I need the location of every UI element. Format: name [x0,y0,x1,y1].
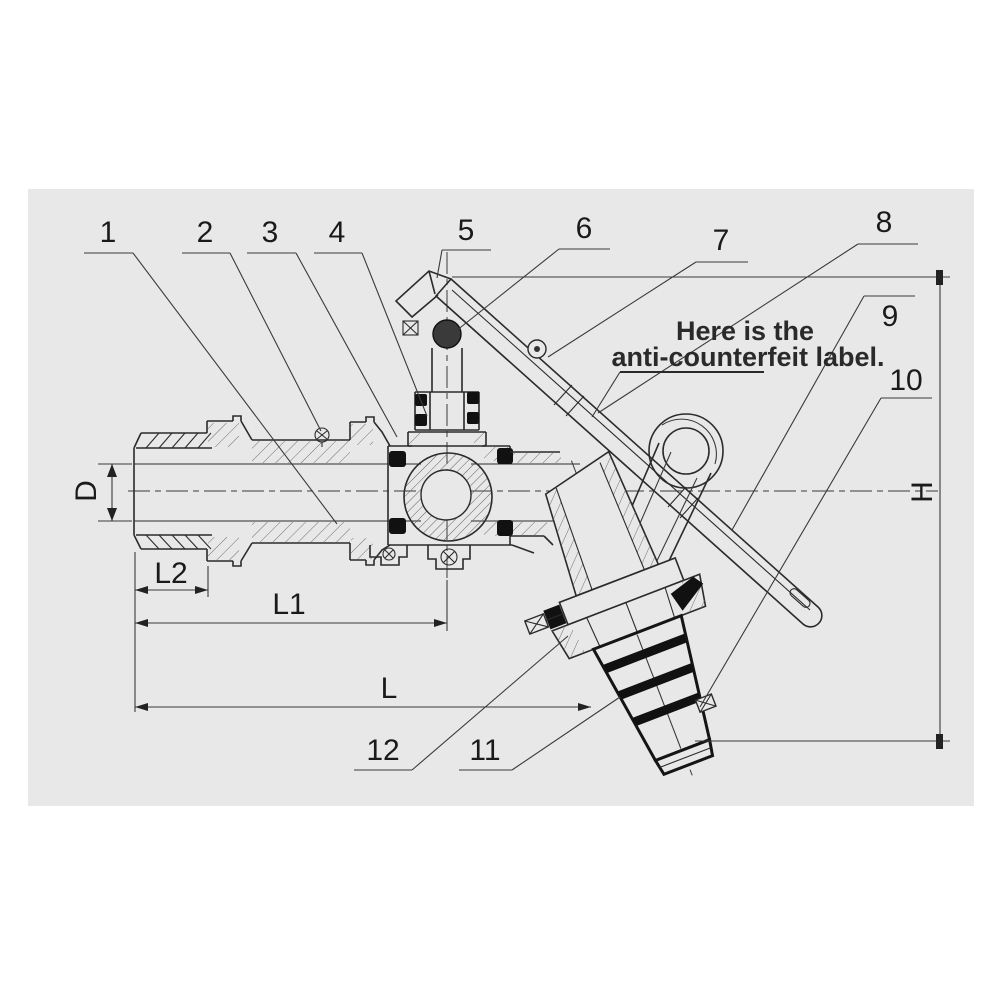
note-line-1: Here is the [676,316,814,346]
outlet-spout [523,450,717,779]
dim-label-l1: L1 [272,588,305,621]
callout-label-9: 9 [882,300,899,333]
callout-label-8: 8 [876,206,893,239]
callout-label-3: 3 [262,216,279,249]
spout-tip [653,737,715,777]
dim-label-d: D [70,480,103,502]
dim-label-l: L [381,672,398,705]
valve-seats [389,448,513,536]
stem-nut [432,319,462,349]
callout-label-11: 11 [469,734,500,767]
part-callouts: 1 2 3 4 5 6 7 8 9 10 11 12 [84,206,932,771]
handle-hook-end [394,270,452,319]
handle-bar [394,270,823,628]
ball-bore [420,469,472,521]
callout-label-12: 12 [366,734,399,767]
dimension-lines: D L2 L1 L H [70,270,950,749]
socket-joint [510,451,560,554]
dim-label-l2: L2 [154,557,187,590]
callout-label-5: 5 [458,214,475,247]
valve-body [133,415,580,570]
callout-label-2: 2 [197,216,214,249]
stem-assembly [402,319,487,447]
dim-label-h: H [906,481,939,503]
callout-label-10: 10 [889,364,922,397]
callout-label-4: 4 [329,216,346,249]
callout-label-1: 1 [100,216,117,249]
note-line-2: anti-counterfeit label. [611,342,884,372]
callout-label-6: 6 [576,212,593,245]
anti-counterfeit-note: Here is the anti-counterfeit label. [591,316,885,418]
callout-label-7: 7 [713,224,730,257]
drawing-panel [28,189,974,806]
